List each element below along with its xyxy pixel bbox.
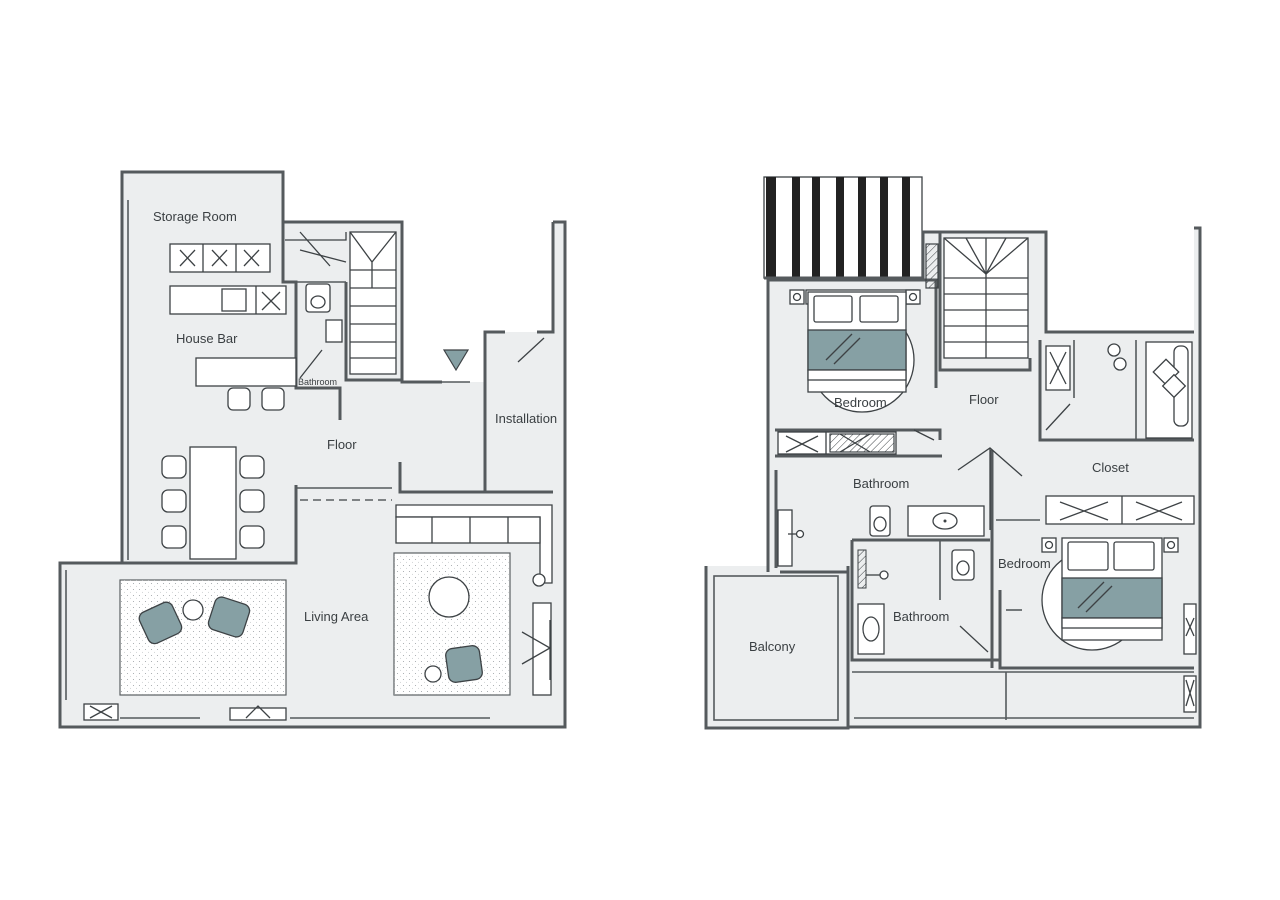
upper-closet-2 (1045, 495, 1197, 713)
ground-floor-hall-label: Floor (327, 437, 357, 452)
ground-floor-plan: Storage Room House Bar Bathroom Floor In… (58, 170, 567, 729)
ground-bathroom-label: Bathroom (298, 377, 337, 387)
bedroom-1-label: Bedroom (834, 395, 887, 410)
house-bar-label: House Bar (176, 331, 238, 346)
ground-staircase (285, 231, 397, 375)
closet-label: Closet (1092, 460, 1129, 475)
upper-floor-hall-label: Floor (969, 392, 999, 407)
dining-set (161, 446, 265, 560)
ground-bathroom-fixtures (299, 283, 343, 379)
upper-bath-fixtures-right (1045, 341, 1193, 439)
bedroom-2-label: Bedroom (998, 556, 1051, 571)
entrance-arrow (442, 349, 470, 372)
sofa (395, 504, 553, 587)
installation-label: Installation (495, 411, 557, 426)
balcony-label: Balcony (749, 639, 796, 654)
upper-bath-2-fixtures (857, 549, 989, 655)
lounge-rug (119, 579, 287, 696)
bar-counter (169, 285, 297, 411)
bottom-units (83, 703, 287, 721)
living-area-label: Living Area (304, 609, 369, 624)
upper-bed-1 (789, 289, 921, 413)
storage-room-label: Storage Room (153, 209, 237, 224)
storage-shelves (169, 243, 271, 273)
upper-floor-plan: Bedroom Floor Closet Bathroom Bedroom Ba… (704, 176, 1202, 730)
upper-closet-1 (777, 429, 935, 455)
striped-terrace (763, 176, 924, 280)
upper-staircase (925, 237, 1029, 359)
upper-bath-1-fixtures (777, 505, 985, 567)
bathroom-1-label: Bathroom (853, 476, 909, 491)
tv-cabinet (521, 602, 552, 696)
upper-bed-2 (1041, 537, 1179, 651)
reading-rug (393, 552, 511, 696)
bathroom-2-label: Bathroom (893, 609, 949, 624)
